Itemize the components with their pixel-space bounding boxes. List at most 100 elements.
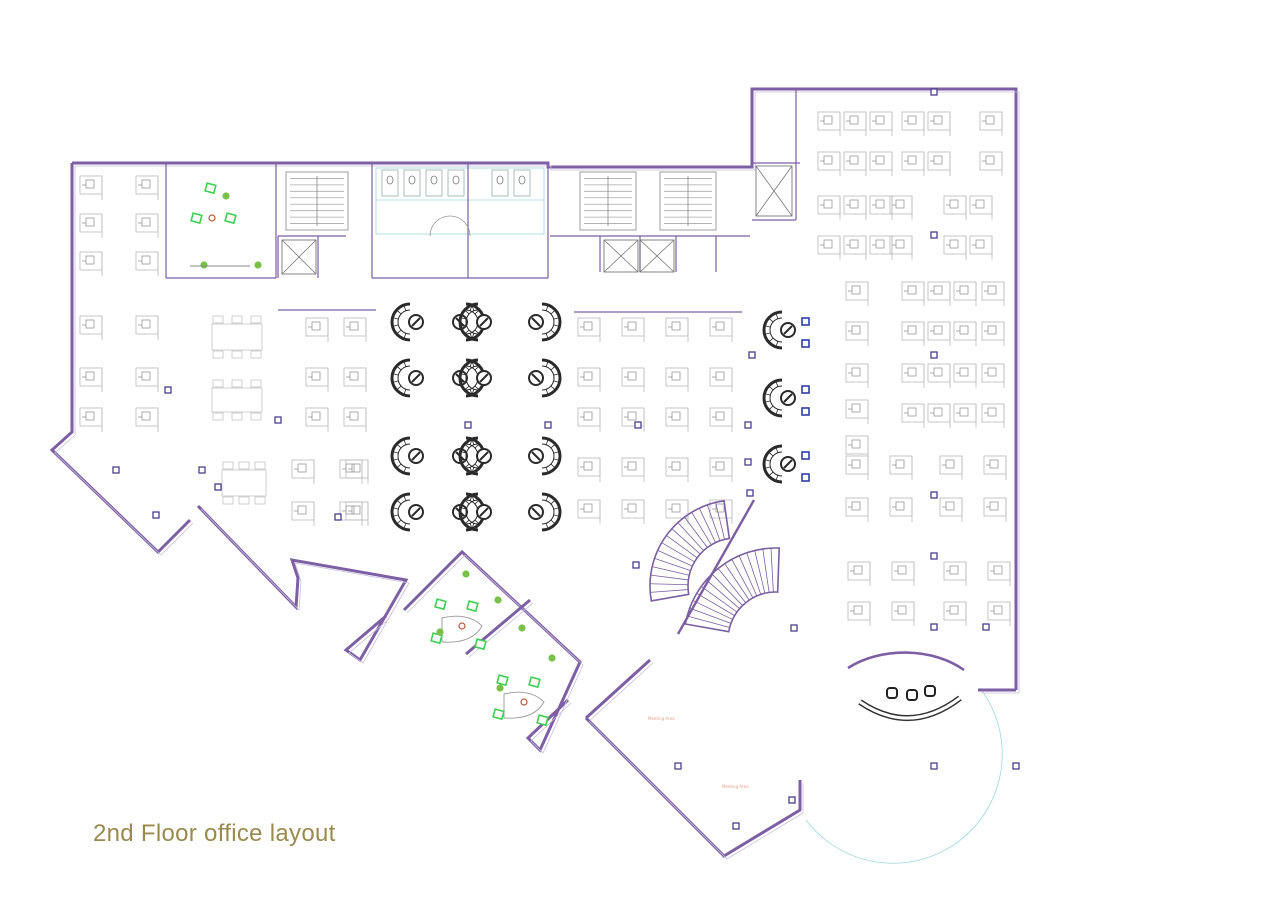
pod-sofa-inner — [465, 499, 479, 525]
green-chair — [224, 212, 237, 225]
desk-chair — [297, 463, 307, 473]
workstation — [817, 235, 841, 260]
pod-seat-divider — [464, 519, 470, 525]
workstation — [845, 455, 869, 480]
pod-seat-divider — [403, 304, 407, 311]
pod-seat-divider — [553, 514, 560, 517]
desk-chair — [823, 115, 833, 125]
lounge-pod — [762, 310, 796, 350]
workstation — [709, 407, 733, 432]
workstation — [869, 195, 893, 220]
workstation — [843, 151, 867, 176]
pod-seat-divider — [474, 443, 480, 449]
workstation — [943, 235, 967, 260]
pod-seat-divider — [471, 333, 475, 340]
workstation — [901, 151, 925, 176]
pod-seat-divider — [471, 438, 475, 445]
desk-chair — [875, 115, 885, 125]
stair-step — [698, 508, 716, 543]
pod-seat-divider — [474, 309, 480, 315]
pod-seat-divider — [550, 309, 556, 315]
meeting-chair — [231, 350, 243, 359]
workstation — [845, 399, 869, 424]
green-chair — [204, 182, 217, 195]
desk-chair — [949, 239, 959, 249]
desk-chair — [349, 321, 359, 331]
column — [930, 88, 938, 96]
workstation — [621, 407, 645, 432]
pod-seat-divider — [768, 471, 774, 477]
workstation — [927, 363, 951, 388]
green-chair — [466, 600, 479, 613]
meeting-area-label: Meeting Area — [722, 784, 749, 789]
stair-step — [696, 592, 735, 616]
lounge-pod — [528, 436, 562, 476]
desk-chair — [851, 285, 861, 295]
desk-chair — [853, 605, 863, 615]
workstation — [889, 455, 913, 480]
green-chair — [496, 674, 509, 687]
workstation — [869, 151, 893, 176]
desk-chair — [627, 321, 637, 331]
pod-table-mark — [783, 325, 793, 335]
desk-chair — [715, 503, 725, 513]
stair-step — [650, 574, 689, 581]
workstation — [987, 561, 1011, 586]
walls-layer — [49, 87, 1020, 860]
curved-stair — [649, 499, 731, 602]
stair-step — [706, 579, 740, 609]
workstation — [987, 601, 1011, 626]
column — [674, 762, 682, 770]
lounge-pod — [390, 492, 424, 532]
meeting-chair — [231, 379, 243, 388]
column — [788, 796, 796, 804]
lounge-pod — [528, 302, 562, 342]
light-lines-layer — [375, 167, 1003, 864]
lift-shaft — [603, 239, 639, 273]
workstation — [943, 195, 967, 220]
desk-chair — [715, 321, 725, 331]
pod-table-mark — [783, 459, 793, 469]
pod-seat-divider — [474, 519, 480, 525]
pod-seat-divider — [775, 475, 779, 482]
desk-chair — [987, 407, 997, 417]
pod-seat-divider — [464, 443, 470, 449]
desk-chair — [141, 179, 151, 189]
pod-seat-divider — [553, 317, 560, 320]
desk-chair — [349, 411, 359, 421]
workstation — [927, 321, 951, 346]
columns-layer — [112, 88, 1020, 830]
desk-chair — [945, 459, 955, 469]
pod-sofa — [541, 492, 562, 532]
lift-shaft — [755, 165, 793, 217]
pod-seat-divider — [545, 360, 549, 367]
lift-cross — [603, 239, 639, 273]
pod-table-mark — [479, 373, 489, 383]
column — [198, 466, 206, 474]
pod-seat-divider — [474, 365, 480, 371]
stair-step — [754, 550, 766, 594]
pod-table-mark — [479, 317, 489, 327]
workstations-layer — [79, 111, 1011, 626]
wc-stall — [425, 169, 443, 197]
meeting-area-label: Meeting Area — [648, 716, 675, 721]
pod-seat-divider — [464, 499, 470, 505]
desk-chair — [141, 217, 151, 227]
pod-seat-divider — [396, 519, 402, 525]
pod-sofa-inner — [465, 309, 479, 335]
pod-sofa-inner — [541, 443, 555, 469]
column — [164, 386, 172, 394]
green-chair — [190, 212, 203, 225]
meeting-chair — [231, 412, 243, 421]
stair-step — [687, 615, 730, 628]
workstation — [845, 363, 869, 388]
desk-chair — [351, 505, 361, 515]
wall-inner-line — [54, 166, 194, 556]
toilet — [386, 175, 394, 185]
workstation — [79, 213, 103, 238]
desk-chair — [985, 155, 995, 165]
column — [274, 416, 282, 424]
meeting-table — [221, 469, 267, 497]
workstation — [79, 367, 103, 392]
workstation — [927, 281, 951, 306]
